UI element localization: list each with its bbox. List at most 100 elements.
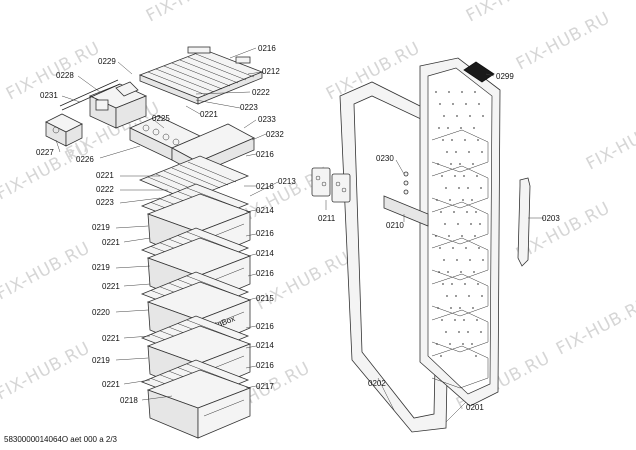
callout-label: 0233 (258, 115, 276, 124)
liner-dot (439, 247, 441, 249)
liner-dot (463, 319, 465, 321)
watermark: FIX-HUB.RU (143, 0, 244, 26)
liner-dot (470, 223, 472, 225)
liner-dot (440, 355, 442, 357)
liner-dot (439, 103, 441, 105)
callout-label: 0203 (542, 214, 560, 223)
liner-dot (480, 331, 482, 333)
callout-label: 0221 (96, 171, 114, 180)
liner-dot (442, 139, 444, 141)
liner-dot (469, 259, 471, 261)
callout-label: 0214 (256, 249, 274, 258)
liner-dot (440, 211, 442, 213)
watermark: FIX-HUB.RU (513, 8, 614, 74)
fan-cover-part (45, 113, 83, 147)
liner-dot (459, 307, 461, 309)
liner-dot (468, 295, 470, 297)
liner-dot (461, 235, 463, 237)
liner-compartment (431, 345, 489, 389)
callout-label: 0217 (256, 382, 274, 391)
liner-dot (474, 91, 476, 93)
liner-dot (460, 127, 462, 129)
liner-dot (480, 187, 482, 189)
liner-dot (478, 247, 480, 249)
liner-dot (436, 199, 438, 201)
liner-dot (472, 163, 474, 165)
liner-dot (466, 211, 468, 213)
liner-dot (472, 307, 474, 309)
liner-dot (442, 283, 444, 285)
liner-dot (443, 115, 445, 117)
liner-dot (465, 103, 467, 105)
liner-dot (450, 163, 452, 165)
liner-dot (481, 295, 483, 297)
liner-dot (476, 175, 478, 177)
callout-label: 0229 (98, 57, 116, 66)
liner-dot (460, 271, 462, 273)
liner-dot (454, 319, 456, 321)
top-wire-shelf (138, 46, 264, 105)
callout-label: 0221 (102, 282, 120, 291)
callout-label: 0212 (262, 67, 280, 76)
liner-dot (462, 199, 464, 201)
callout-label: 0220 (92, 308, 110, 317)
callout-label: 0202 (368, 379, 386, 388)
callout-label: 0215 (256, 294, 274, 303)
liner-dot (438, 127, 440, 129)
callout-label: 0201 (466, 403, 484, 412)
liner-dot (435, 235, 437, 237)
liner-dot (451, 139, 453, 141)
liner-dot (453, 211, 455, 213)
liner-dot (477, 283, 479, 285)
callout-label: 0214 (256, 206, 274, 215)
liner-dot (436, 343, 438, 345)
liner-dot (444, 223, 446, 225)
door-screws (403, 171, 409, 195)
callout-label: 0216 (256, 269, 274, 278)
callout-label: 0223 (240, 103, 258, 112)
liner-compartment (431, 129, 489, 173)
liner-compartment (431, 201, 489, 245)
callout-label: 0221 (102, 334, 120, 343)
watermark: FIX-HUB.RU (0, 338, 94, 404)
callout-label: 0210 (386, 221, 404, 230)
cabinet-liner (419, 57, 501, 407)
top-cover-part (463, 61, 495, 83)
liner-compartment (431, 237, 489, 281)
callout-label: 0232 (266, 130, 284, 139)
liner-dot (438, 271, 440, 273)
watermark: FIX-HUB.RU (583, 108, 636, 174)
callout-label: 0219 (92, 223, 110, 232)
liner-dot (452, 247, 454, 249)
liner-dot (482, 259, 484, 261)
liner-compartment (431, 273, 489, 317)
liner-dot (446, 151, 448, 153)
callout-label: 0216 (256, 182, 274, 191)
liner-dot (457, 223, 459, 225)
liner-dot (437, 163, 439, 165)
liner-dot (443, 259, 445, 261)
liner-dot (462, 343, 464, 345)
callout-label: 0216 (256, 322, 274, 331)
callout-label: 0216 (256, 150, 274, 159)
callout-label: 0225 (152, 114, 170, 123)
liner-dot (447, 271, 449, 273)
liner-dot (475, 355, 477, 357)
callout-label: 0227 (36, 148, 54, 157)
liner-dot (437, 307, 439, 309)
callout-label: 0231 (40, 91, 58, 100)
liner-dot (450, 307, 452, 309)
liner-dot (448, 235, 450, 237)
liner-dot (476, 319, 478, 321)
callout-label: 0216 (256, 361, 274, 370)
drawer-front (197, 387, 251, 439)
liner-dot (447, 127, 449, 129)
liner-dot (446, 295, 448, 297)
liner-dot (456, 115, 458, 117)
liner-dot (469, 115, 471, 117)
leader-lines (55, 47, 544, 423)
callout-label: 0222 (96, 185, 114, 194)
liner-dot (454, 175, 456, 177)
callout-label: 0299 (496, 72, 514, 81)
document-code: 5830000014064O aet 000 a 2/3 (4, 435, 118, 444)
